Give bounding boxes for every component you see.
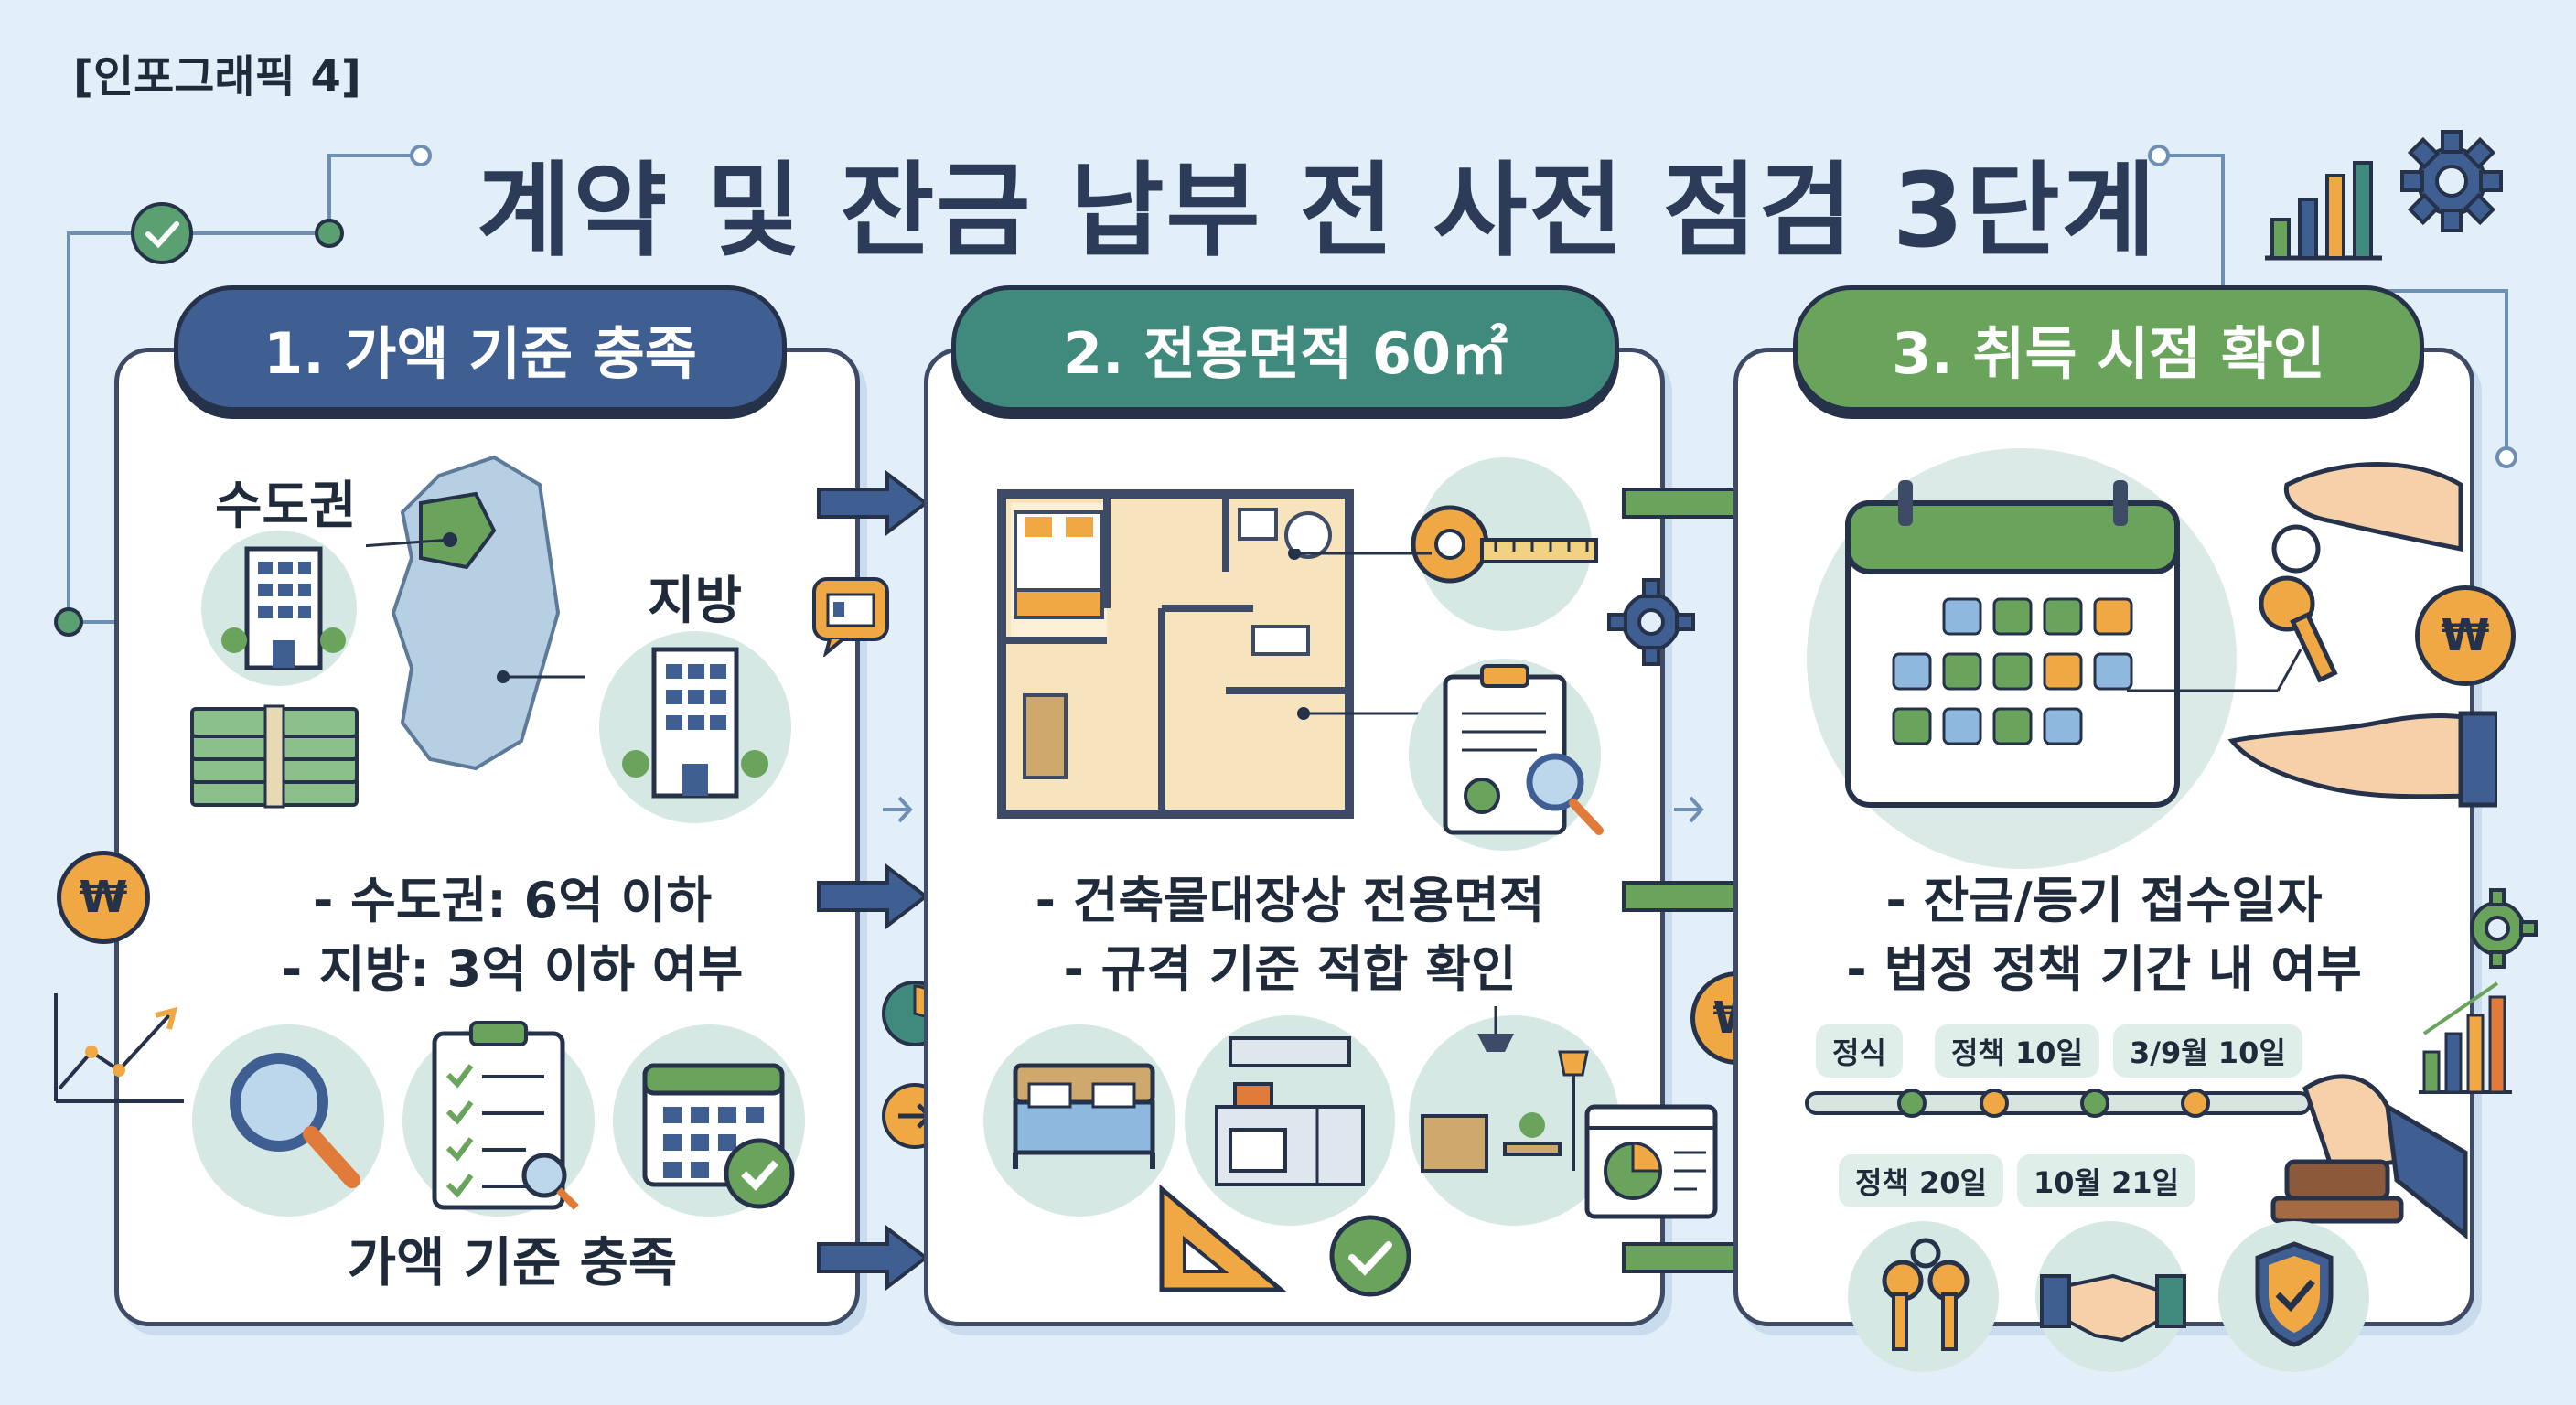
province-label: 지방: [648, 572, 743, 631]
shield-check-icon: [2255, 1241, 2334, 1347]
step-1-footer: 가액 기준 충족: [347, 1231, 678, 1293]
infographic-tag: [인포그래픽 4]: [73, 51, 361, 102]
triangle-ruler-icon: [1159, 1184, 1287, 1292]
timeline-track: [1805, 1089, 2312, 1118]
step-1-title: 1. 가액 기준 충족: [174, 285, 787, 412]
step-3-title: 3. 취득 시점 확인: [1793, 285, 2424, 412]
capital-label: 수도권: [215, 477, 357, 536]
province-building-icon: [622, 647, 768, 799]
arrow-up-right-icon: [2127, 649, 2302, 692]
step-2-line-2: - 규격 기준 적합 확인: [1063, 940, 1517, 998]
arrow-right-icon: [817, 863, 929, 930]
money-stack-icon: [190, 704, 359, 809]
trend-chart-icon: [54, 993, 184, 1103]
bar-chart-icon: [2265, 161, 2382, 261]
floor-plan-icon: [997, 489, 1354, 819]
gear-icon: [2400, 130, 2503, 232]
handshake-icon: [2040, 1273, 2186, 1343]
step-2-line-1: - 건축물대장상 전용면적: [1035, 872, 1545, 929]
bar-chart-icon: [2419, 981, 2512, 1094]
certificate-icon: [1443, 664, 1604, 835]
keys-icon: [1882, 1238, 1970, 1351]
id-card-bubble-icon: [812, 577, 889, 657]
calendar-icon: [1845, 480, 2180, 808]
open-hand-icon: [2227, 711, 2497, 808]
gear-icon: [2470, 888, 2538, 969]
hand-with-key-icon: [2259, 462, 2463, 683]
kitchen-icon: [1215, 1036, 1365, 1186]
keys-circle: [1848, 1221, 1999, 1372]
won-coin-icon: ₩: [2415, 585, 2516, 686]
timeline-label-top-1: 정식: [1816, 1024, 1903, 1078]
step-3-line-1: - 잔금/등기 접수일자: [1885, 872, 2323, 929]
tape-measure-icon: [1411, 505, 1598, 584]
timeline-label-bottom-1: 정책 20일: [1839, 1154, 2003, 1207]
living-room-icon: [1421, 1006, 1589, 1173]
timeline-label-top-3: 3/9월 10일: [2113, 1024, 2302, 1078]
checklist-icon: [432, 1021, 579, 1210]
arrow-right-icon: [817, 1224, 929, 1292]
step-3-line-2: - 법정 정책 기간 내 여부: [1846, 940, 2362, 998]
stamp-hand-icon: [2270, 1074, 2468, 1240]
chevron-right-icon: [1674, 796, 1704, 823]
timeline-label-bottom-2: 10월 21일: [2017, 1154, 2196, 1207]
gear-icon: [1607, 578, 1695, 666]
capital-building-icon: [221, 546, 346, 670]
step-2-title: 2. 전용면적 60㎡: [951, 285, 1619, 412]
pointer-line: [1288, 549, 1432, 720]
calendar-check-icon: [642, 1063, 795, 1209]
check-badge-icon: [131, 202, 193, 264]
arrow-right-icon: [817, 469, 929, 537]
page-title: 계약 및 잔금 납부 전 사전 점검 3단계: [477, 152, 2158, 271]
step-1-line-2: - 지방: 3억 이하 여부: [281, 940, 744, 998]
magnifier-icon: [230, 1053, 360, 1188]
browser-chart-icon: [1584, 1104, 1718, 1219]
korea-map-icon: [366, 455, 585, 771]
bed-icon: [1013, 1063, 1155, 1169]
check-circle-icon: [1329, 1215, 1411, 1297]
won-coin-icon: ₩: [57, 851, 150, 944]
chevron-right-icon: [883, 796, 913, 823]
step-1-line-1: - 수도권: 6억 이하: [312, 872, 713, 929]
timeline-label-top-2: 정책 10일: [1935, 1024, 2099, 1078]
